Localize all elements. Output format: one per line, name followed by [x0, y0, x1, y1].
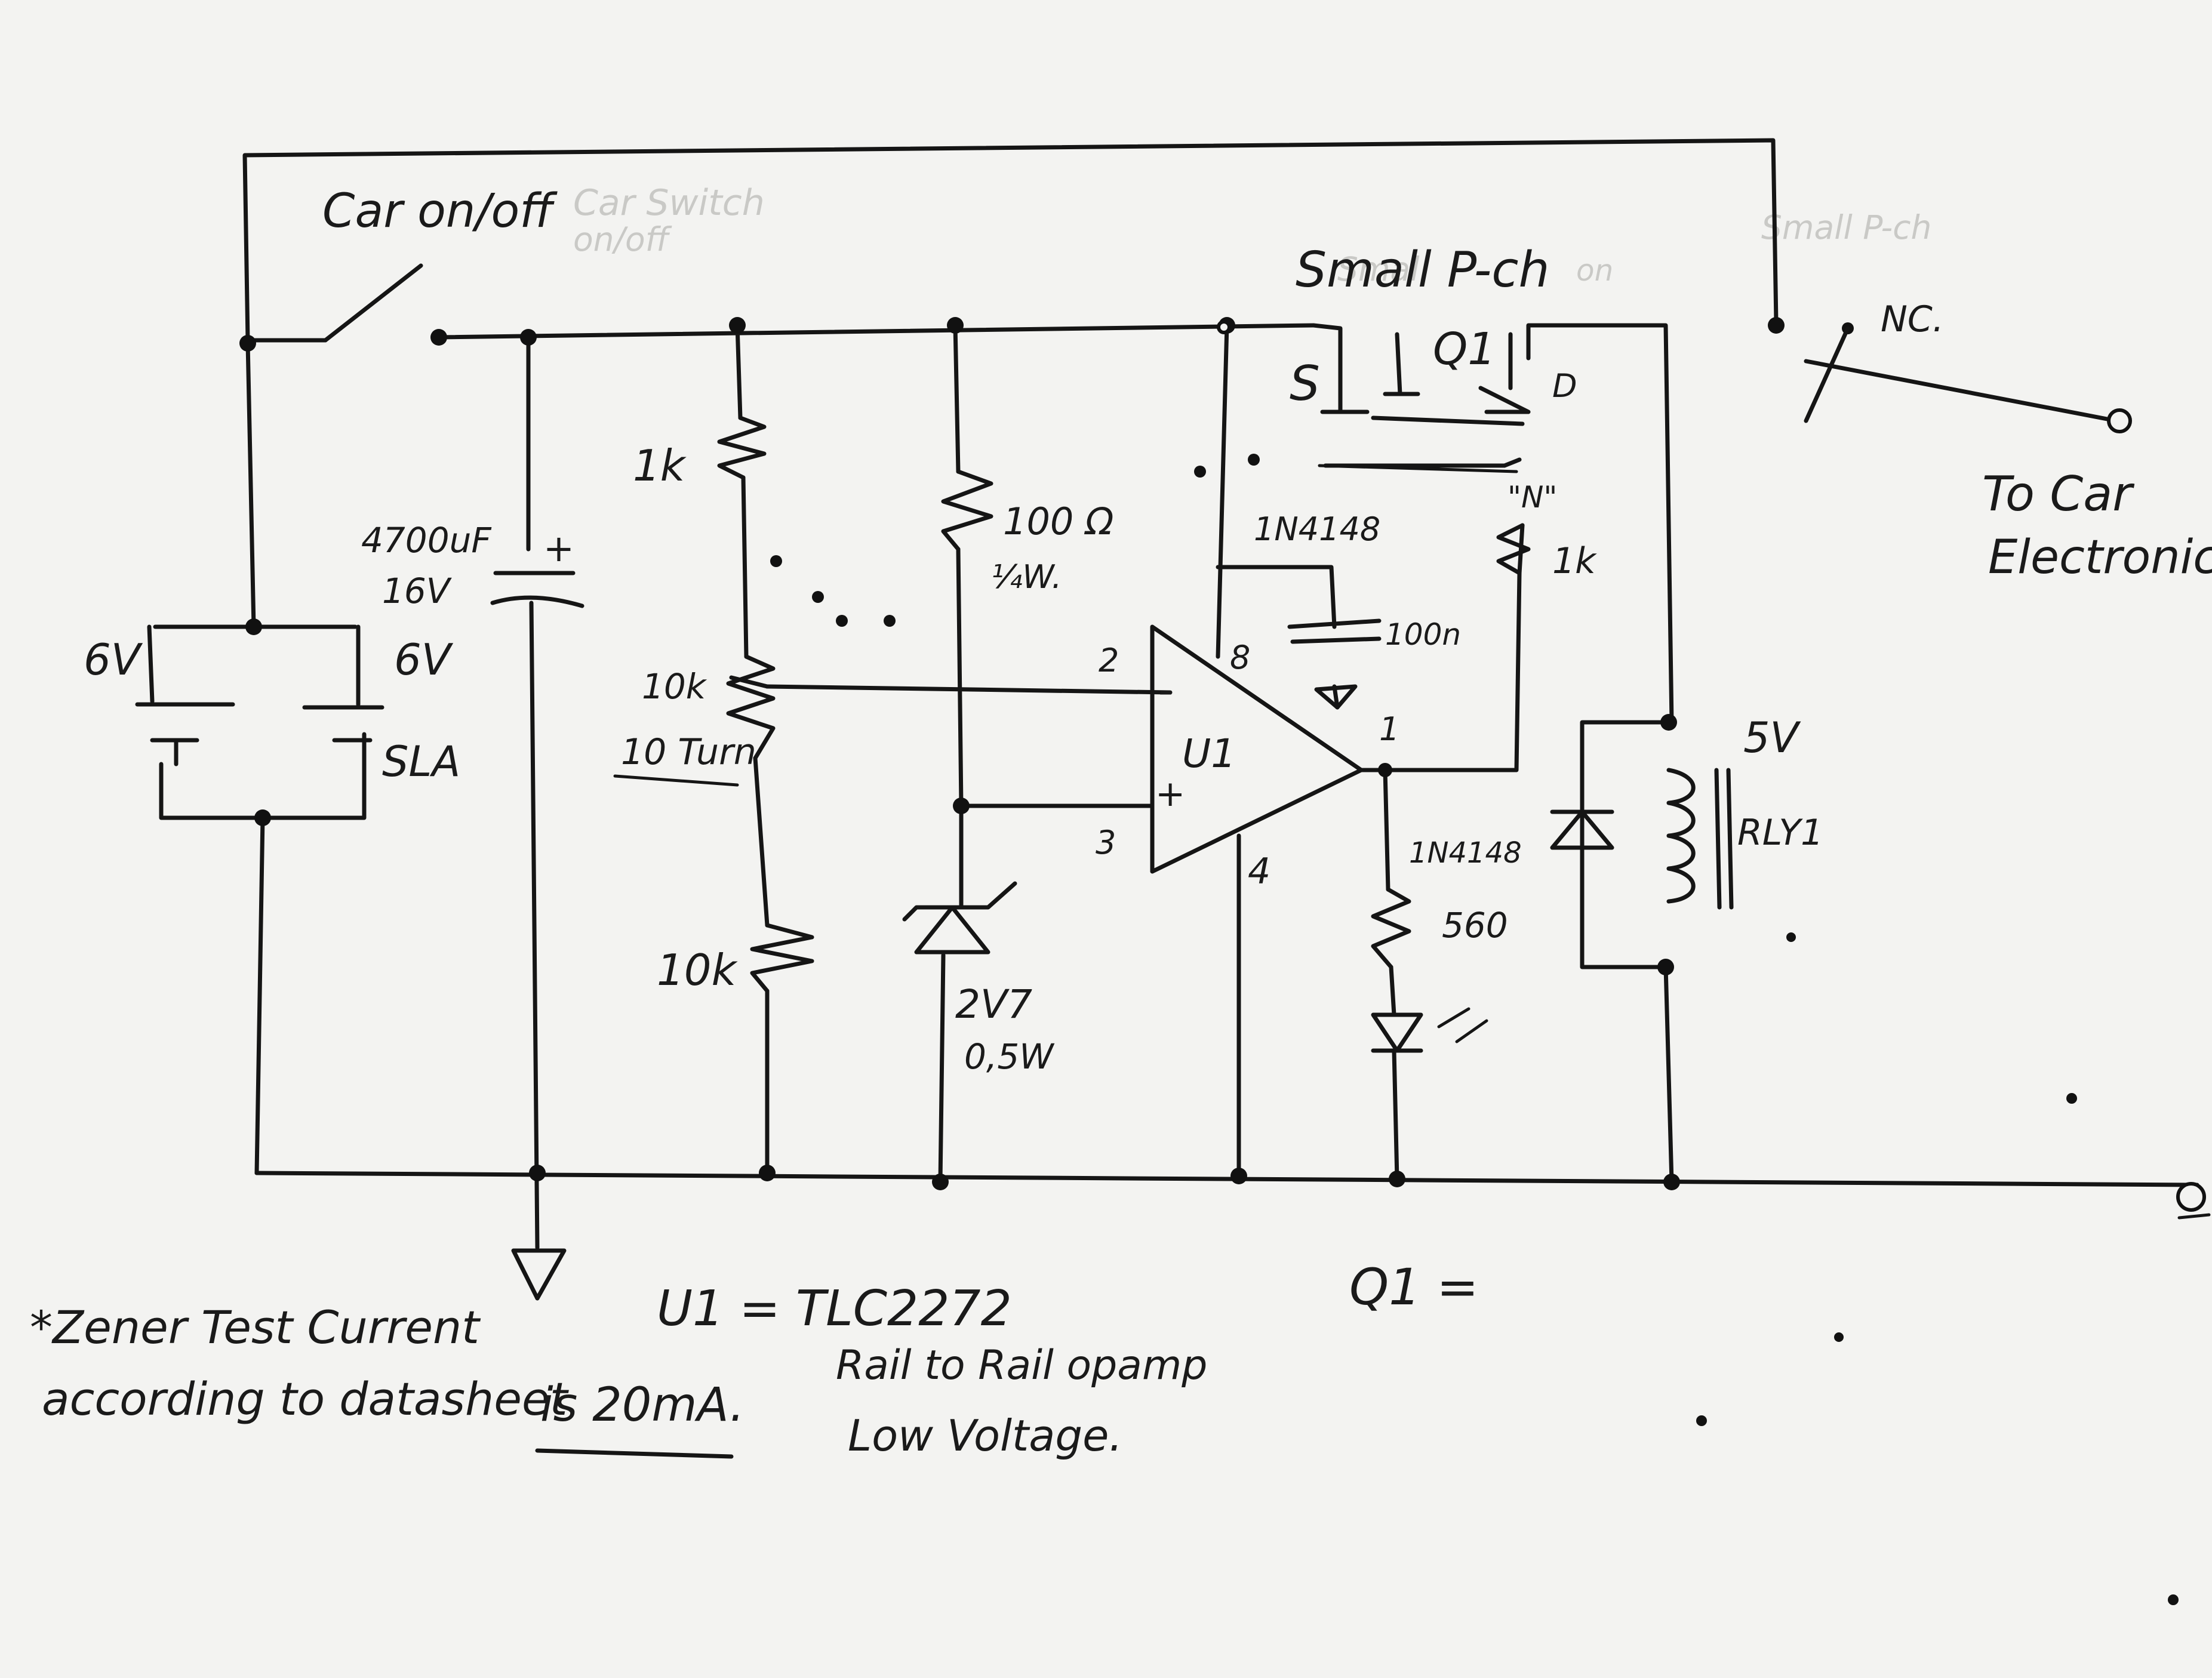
- pin-3: 3: [1096, 824, 1116, 861]
- voltage-divider: 1k 10k 10 Turn 10k: [613, 317, 814, 1181]
- r-gate-1k: 1k: [1496, 523, 1597, 582]
- r-zener-value: 100 Ω: [1003, 500, 1113, 543]
- pin-4: 4: [1248, 851, 1270, 892]
- cap-voltage: 16V: [382, 571, 453, 611]
- nc-label: NC.: [1881, 298, 1944, 340]
- output-label-line2: Electronic: [1988, 531, 2212, 584]
- ghost-text: on: [1576, 253, 1613, 288]
- r-led-label: 560: [1442, 905, 1508, 946]
- cap-value: 4700uF: [361, 520, 492, 561]
- notes: *Zener Test Current according to datashe…: [30, 1258, 1479, 1461]
- note-line1: *Zener Test Current: [30, 1301, 481, 1354]
- battery-voltage-left: 6V: [84, 635, 143, 685]
- sla-battery: 6V 6V SLA: [84, 618, 460, 826]
- r-zener-power: ¼W.: [991, 558, 1062, 596]
- q1-spec: Q1 =: [1349, 1258, 1479, 1316]
- relay-label: RLY1: [1737, 812, 1823, 854]
- zener-power: 0,5W: [964, 1036, 1055, 1077]
- wires: [242, 138, 2211, 1250]
- ground-symbol: [511, 1248, 567, 1301]
- ghost-text: Small: [1337, 250, 1429, 288]
- capacitor-4700uf: + 4700uF 16V: [361, 329, 584, 1181]
- u1-spec-line2: Rail to Rail opamp: [836, 1342, 1207, 1389]
- pmos-label: Small P-ch: [1296, 242, 1549, 298]
- zener-reference: 100 Ω ¼W. 2V7 0,5W: [902, 317, 1113, 1190]
- pin-2: 2: [1099, 642, 1119, 679]
- cap-polarity: +: [543, 527, 574, 570]
- pot-note: 10 Turn: [621, 731, 756, 773]
- car-on-off-switch: Car on/off: [239, 184, 558, 352]
- r-gate-label: 1k: [1552, 540, 1597, 582]
- n-label: "N": [1508, 480, 1557, 515]
- switch-label: Car on/off: [322, 184, 558, 238]
- battery-type: SLA: [382, 737, 460, 786]
- relay-voltage: 5V: [1743, 713, 1801, 762]
- led-branch: 1N4148 560: [1371, 836, 1522, 1187]
- relay-rly1: 5V RLY1: [1550, 713, 1823, 1190]
- stray-marks: [770, 454, 2179, 1605]
- pin-8: 8: [1230, 639, 1250, 676]
- output-label-line1: To Car: [1982, 466, 2135, 522]
- diode-top-label: 1N4148: [1254, 510, 1380, 548]
- source-label: S: [1290, 356, 1320, 411]
- opamp-label: U1: [1182, 731, 1236, 777]
- note-line2: according to datasheet: [42, 1372, 570, 1425]
- opamp-minus: -: [1158, 666, 1173, 715]
- ghost-text: Small P-ch: [1761, 208, 1931, 247]
- u1-spec-line3: Low Voltage.: [848, 1411, 1122, 1461]
- ghost-text: Car Switch: [573, 182, 765, 224]
- opamp-u1: - + U1 2 3 8 4 1: [1096, 624, 1399, 1184]
- pin-1: 1: [1379, 710, 1399, 748]
- relay-contact: NC. To Car Electronic: [1768, 298, 2212, 1212]
- battery-voltage-right: 6V: [394, 635, 454, 685]
- r-top-label: 1k: [633, 441, 687, 491]
- cap-100n-label: 100n: [1385, 617, 1461, 652]
- opamp-plus: +: [1155, 773, 1185, 815]
- note-line3: is 20mA.: [540, 1378, 744, 1432]
- ghost-text: on/off: [573, 220, 672, 258]
- diode-relay-label: 1N4148: [1409, 836, 1522, 870]
- zener-voltage: 2V7: [955, 981, 1032, 1027]
- u1-spec-line1: U1 = TLC2272: [657, 1280, 1012, 1337]
- pmos-q1: S D Q1 Small P-ch 1N4148 "N": [1217, 242, 1577, 548]
- capacitor-100n: 100n: [1287, 617, 1461, 710]
- drain-label: D: [1552, 367, 1577, 405]
- q1-label: Q1: [1433, 324, 1496, 375]
- r-bottom-label: 10k: [657, 945, 739, 995]
- pot-label: 10k: [642, 666, 707, 707]
- erased-ghost-text: Car Switch on/off Small on Small P-ch: [573, 182, 1931, 288]
